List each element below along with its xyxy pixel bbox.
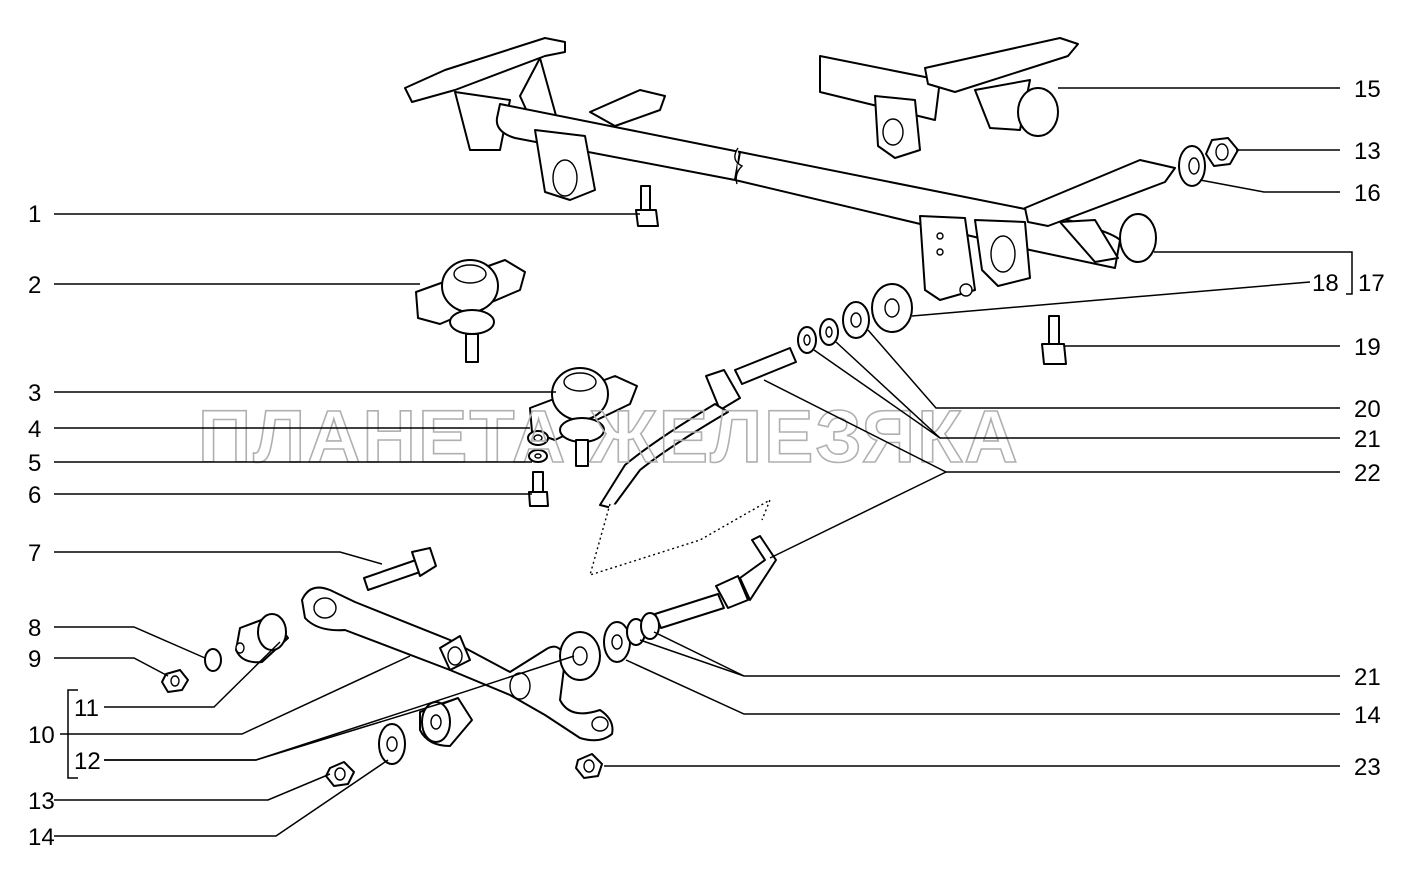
strut-rod-22-lower — [588, 498, 777, 629]
callout-11: 11 — [74, 695, 99, 722]
watermark: ПЛАНЕТА ЖЕЛЕЗЯКА — [198, 395, 1020, 478]
nut-9 — [161, 669, 189, 693]
callout-14-right: 14 — [1354, 702, 1381, 729]
callout-18: 18 — [1312, 270, 1339, 297]
bushing-lower — [559, 631, 601, 681]
callout-14-left: 14 — [28, 824, 55, 851]
callout-9: 9 — [28, 646, 41, 673]
bushing-11 — [235, 613, 289, 664]
leader-lines — [54, 87, 1353, 837]
callout-5: 5 — [28, 450, 41, 477]
washer-21-upper — [797, 318, 839, 354]
washer-21-lower — [626, 612, 660, 646]
control-arm-10 — [301, 586, 614, 742]
callout-10: 10 — [28, 722, 55, 749]
callout-2: 2 — [28, 272, 41, 299]
callout-13-right: 13 — [1354, 138, 1381, 165]
washer-8 — [204, 648, 222, 672]
washer-14-lower — [603, 621, 631, 663]
ball-joint-3 — [529, 367, 638, 467]
nut-23 — [575, 753, 603, 779]
callout-12: 12 — [74, 748, 101, 775]
bolt-7 — [363, 547, 437, 591]
callout-7: 7 — [28, 540, 41, 567]
nut-13-top — [1205, 137, 1239, 167]
callout-19: 19 — [1354, 334, 1381, 361]
strut-rod-22-upper — [599, 347, 797, 509]
callout-15: 15 — [1354, 76, 1381, 103]
washer-5 — [528, 449, 548, 463]
bushing-18 — [871, 283, 913, 333]
callout-17: 17 — [1358, 270, 1385, 297]
nut-4 — [527, 430, 549, 446]
callout-8: 8 — [28, 615, 41, 642]
callouts-right: 15 13 16 17 18 19 20 21 22 21 14 23 — [1312, 76, 1385, 781]
bushing-12 — [419, 697, 473, 747]
callout-4: 4 — [28, 416, 41, 443]
washer-16 — [1178, 145, 1206, 187]
callout-6: 6 — [28, 482, 41, 509]
callouts-left: 1 2 3 4 5 6 7 8 9 10 11 12 13 14 — [28, 201, 101, 851]
bolt-6 — [528, 471, 549, 507]
washer-20 — [842, 301, 870, 339]
callout-22: 22 — [1354, 460, 1381, 487]
bolt-19 — [1041, 315, 1067, 365]
callout-13-left: 13 — [28, 788, 55, 815]
callout-16: 16 — [1354, 180, 1381, 207]
nut-13-bottom — [325, 761, 355, 787]
callout-20: 20 — [1354, 396, 1381, 423]
callout-21-lower: 21 — [1354, 664, 1381, 691]
crossmember-assembly — [404, 37, 1176, 301]
callout-3: 3 — [28, 380, 41, 407]
bracket-assembly-15 — [819, 37, 1079, 159]
callout-23: 23 — [1354, 754, 1381, 781]
ball-joint-2 — [415, 259, 526, 363]
washer-14-bottom — [378, 723, 406, 765]
bolt-1 — [635, 185, 659, 227]
callout-21-upper: 21 — [1354, 426, 1381, 453]
callout-1: 1 — [28, 201, 41, 228]
